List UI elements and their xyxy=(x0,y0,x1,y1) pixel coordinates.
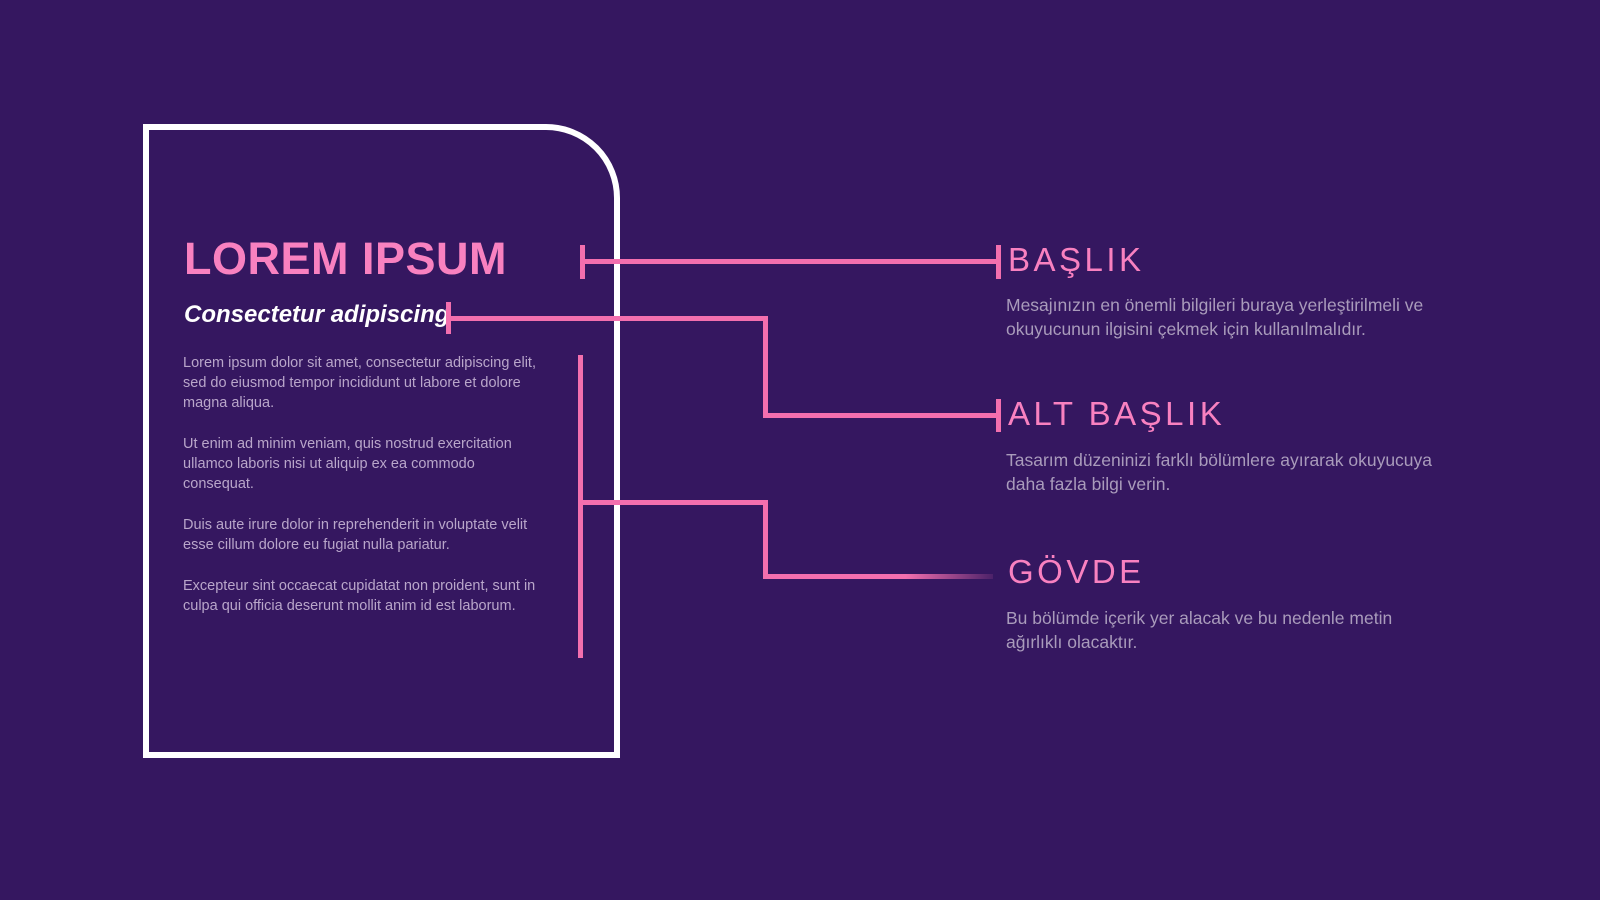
connector-2-end-tick xyxy=(996,399,1001,432)
annotation-heading-baslik: BAŞLIK xyxy=(1008,241,1145,278)
annotation-description-baslik: Mesajınızın en önemli bilgileri buraya y… xyxy=(1006,295,1424,339)
card-title: LOREM IPSUM xyxy=(184,233,508,284)
connector-3-line-vertical xyxy=(763,500,768,578)
card-paragraph: Lorem ipsum dolor sit amet, consectetur … xyxy=(183,355,536,411)
annotation-heading-alt-baslik: ALT BAŞLIK xyxy=(1008,395,1226,432)
connector-1-end-tick xyxy=(996,245,1001,279)
connector-3-line-horizontal-upper xyxy=(578,500,768,505)
connector-2-line-horizontal-lower xyxy=(763,413,1000,418)
card-subtitle: Consectetur adipiscing xyxy=(184,301,450,328)
annotation-description-alt-baslik: Tasarım düzeninizi farklı bölümlere ayır… xyxy=(1006,450,1433,494)
connector-3-body-bracket xyxy=(578,355,583,658)
card-paragraph: Ut enim ad minim veniam, quis nostrud ex… xyxy=(183,436,512,492)
connector-1-line xyxy=(580,259,1000,264)
connector-3-line-horizontal-lower xyxy=(763,574,993,579)
annotation-heading-govde: GÖVDE xyxy=(1008,553,1145,590)
card-body-text: Lorem ipsum dolor sit amet, consectetur … xyxy=(183,353,543,616)
connector-2-line-horizontal-upper xyxy=(446,316,768,321)
document-card-frame xyxy=(143,124,620,758)
annotation-description-govde: Bu bölümde içerik yer alacak ve bu neden… xyxy=(1006,608,1393,652)
connector-2-line-vertical xyxy=(763,316,768,418)
card-paragraph: Duis aute irure dolor in reprehenderit i… xyxy=(183,517,528,553)
card-paragraph: Excepteur sint occaecat cupidatat non pr… xyxy=(183,578,536,614)
